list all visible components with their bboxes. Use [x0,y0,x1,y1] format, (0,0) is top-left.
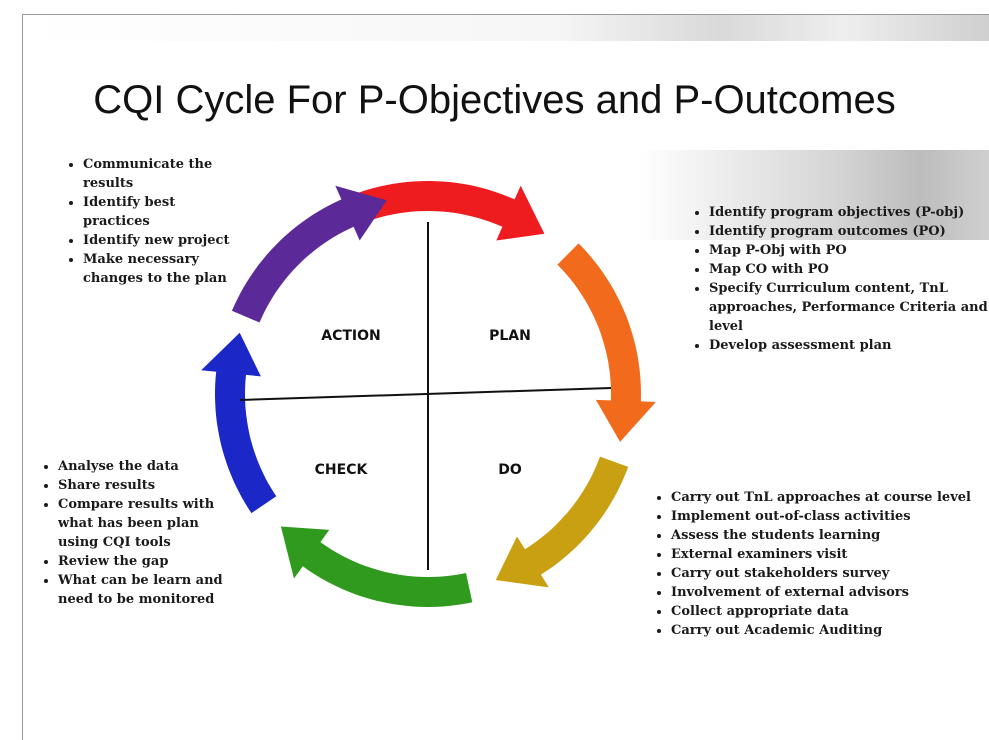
action-item: Communicate the results [83,156,233,194]
arrow-check-left [201,332,277,514]
check-item: What can be learn and need to be monitor… [58,572,233,610]
quadrant-label-check: CHECK [315,462,369,478]
check-list: Analyse the data Share results Compare r… [34,458,233,610]
action-item: Identify best practices [83,194,233,232]
slide-title: CQI Cycle For P-Objectives and P-Outcome… [93,78,896,122]
plan-list: Identify program objectives (P-obj) Iden… [685,204,989,356]
cycle-arrows [201,181,656,607]
arrow-plan-top [344,181,545,241]
decorative-banner [640,150,989,240]
horizontal-axis-line [239,387,612,401]
plan-item: Map P-Obj with PO [709,242,989,261]
plan-item: Specify Curriculum content, TnL approach… [709,280,989,337]
do-item: Carry out stakeholders survey [671,565,989,584]
check-item: Compare results with what has been plan … [58,496,233,553]
do-item: Involvement of external advisors [671,584,989,603]
arrow-plan-right [557,243,656,442]
check-item: Share results [58,477,233,496]
action-item: Identify new project [83,232,233,251]
do-item: Implement out-of-class activities [671,508,989,527]
plan-item: Develop assessment plan [709,337,989,356]
arrow-do-bottom [280,526,473,607]
do-item: Collect appropriate data [671,603,989,622]
action-list: Communicate the results Identify best pr… [59,156,233,289]
do-item: Assess the students learning [671,527,989,546]
do-item: External examiners visit [671,546,989,565]
do-item: Carry out TnL approaches at course level [671,489,989,508]
quadrant-label-do: DO [498,462,522,478]
slide-border-left [22,14,23,740]
plan-item: Identify program outcomes (PO) [709,223,989,242]
slide-border-top [22,14,989,15]
do-list: Carry out TnL approaches at course level… [647,489,989,641]
do-item: Carry out Academic Auditing [671,622,989,641]
quadrant-label-action: ACTION [321,328,381,344]
plan-item: Map CO with PO [709,261,989,280]
action-item: Make necessary changes to the plan [83,251,233,289]
arrow-action-left [231,185,387,323]
decorative-top-strip [23,15,989,41]
check-item: Analyse the data [58,458,233,477]
quadrant-label-plan: PLAN [489,328,531,344]
plan-item: Identify program objectives (P-obj) [709,204,989,223]
arrow-do-right [495,456,629,588]
check-item: Review the gap [58,553,233,572]
